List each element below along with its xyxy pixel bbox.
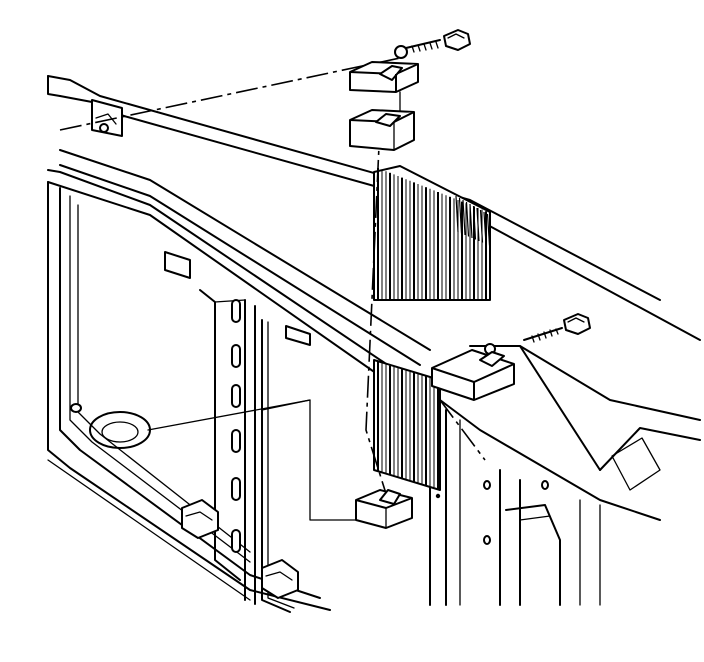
radiator-fin-edge	[462, 199, 466, 236]
upper-insulator	[349, 109, 415, 151]
radiator-fin-edge	[469, 203, 473, 239]
alignment-lines	[59, 57, 486, 521]
radiator-fin-edge	[486, 213, 491, 246]
bolt	[394, 29, 471, 59]
radiator-fin-edge	[472, 205, 477, 240]
radiator-fin-edge	[476, 207, 480, 242]
radiator-core	[373, 165, 491, 491]
radiator-fins	[377, 168, 491, 489]
radiator-fin-edge	[483, 211, 487, 245]
radiator-fin-edge	[455, 195, 459, 233]
radiator-fin-edge	[458, 197, 463, 234]
radiator-fin-edge	[479, 209, 484, 243]
upper-insulator-bracket-left	[349, 61, 419, 93]
upper-insulator-bracket-right	[431, 343, 515, 401]
lower-insulator	[355, 489, 441, 529]
radiator-fin-edge	[465, 201, 470, 237]
radiator-support	[47, 75, 701, 613]
bolt-right	[523, 313, 591, 343]
